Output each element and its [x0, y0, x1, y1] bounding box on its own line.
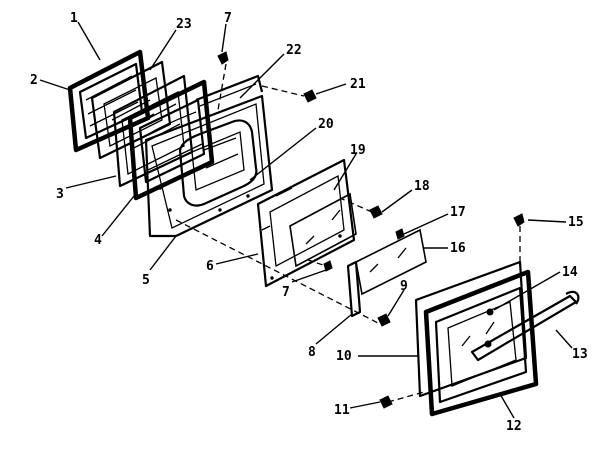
part-6-window-frame: [256, 158, 356, 288]
screw-15: [513, 213, 525, 227]
leader-lines: [39, 21, 573, 419]
part-19-inner-glass: [289, 192, 357, 268]
part-23-inner-panel: [90, 60, 172, 160]
assembly-lines: [175, 63, 521, 403]
screw-9: [377, 313, 391, 327]
part-8-side-strip: [346, 260, 362, 318]
callout-2: 2: [30, 73, 38, 88]
callout-23: 23: [176, 17, 192, 32]
callout-1: 1: [70, 11, 78, 26]
callout-20: 20: [318, 117, 334, 132]
callout-18: 18: [414, 179, 430, 194]
part-5-inner-door-panel: [144, 94, 274, 238]
screw-12-bottom: [484, 340, 492, 348]
callout-16: 16: [450, 241, 466, 256]
callout-11: 11: [334, 403, 350, 418]
part-16-middle-glass: [355, 228, 427, 296]
callout-14: 14: [562, 265, 578, 280]
callout-15: 15: [568, 215, 584, 230]
screw-11: [379, 395, 393, 409]
callout-21: 21: [350, 77, 366, 92]
callout-17: 17: [450, 205, 466, 220]
callout-13: 13: [572, 347, 588, 362]
screw-7-top: [217, 51, 229, 65]
screw-21: [303, 89, 317, 103]
callouts: 1 2 23 7 22 21 3 4 20 5 6 19 18 17 16 15…: [30, 11, 588, 434]
part-13-door-handle: [470, 290, 580, 362]
callout-22: 22: [286, 43, 302, 58]
callout-8: 8: [308, 345, 316, 360]
callout-19: 19: [350, 143, 366, 158]
part-12-outer-door: [423, 269, 539, 417]
callout-7-lower: 7: [282, 285, 290, 300]
screw-14: [486, 308, 494, 316]
part-22-door-gasket: [195, 74, 264, 107]
callout-3: 3: [56, 187, 64, 202]
callout-6: 6: [206, 259, 214, 274]
callout-12: 12: [506, 419, 522, 434]
callout-5: 5: [142, 273, 150, 288]
part-10-outer-glass: [414, 260, 528, 398]
callout-4: 4: [94, 233, 102, 248]
callout-9: 9: [400, 279, 408, 294]
screws: [217, 51, 525, 409]
screw-17: [395, 228, 405, 240]
screw-18: [369, 205, 383, 219]
callout-10: 10: [336, 349, 352, 364]
callout-7-top: 7: [224, 11, 232, 26]
